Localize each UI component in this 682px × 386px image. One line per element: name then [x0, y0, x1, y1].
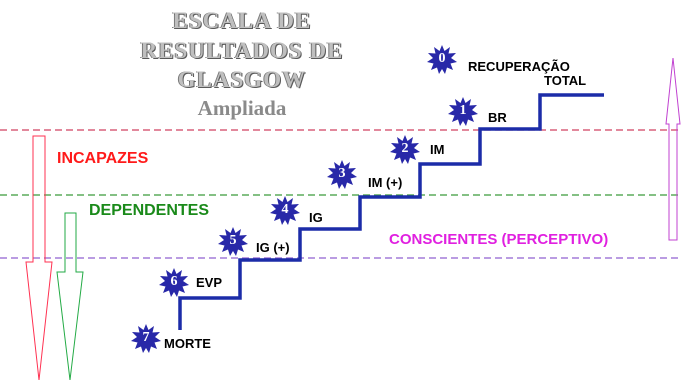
down-arrow-green-icon	[56, 212, 84, 381]
starburst-icon	[131, 324, 161, 353]
up-arrow-purple-icon	[665, 57, 681, 241]
step-5-number: 5	[229, 233, 237, 248]
step-3-number: 3	[338, 166, 346, 181]
step-0-number: 0	[438, 51, 446, 66]
step-7-number: 7	[142, 330, 150, 345]
title-line-1: ESCALA DE	[172, 8, 312, 33]
zone-incapazes-text: INCAPAZES	[57, 150, 149, 167]
starburst-icon	[448, 97, 478, 126]
step-4-label: IG	[309, 210, 323, 225]
title-line-3: GLASGOW	[177, 67, 307, 92]
step-5-label: IG (+)	[256, 240, 290, 255]
step-0-label-line-1: RECUPERAÇÃO	[468, 59, 570, 74]
step-4-badge: 4	[270, 196, 300, 226]
zone-dependentes-text: DEPENDENTES	[89, 202, 210, 219]
subtitle: Ampliada	[197, 96, 287, 120]
step-2-number: 2	[401, 141, 409, 156]
starburst-icon	[270, 196, 300, 225]
step-4-number: 4	[281, 202, 289, 217]
step-5-badge: 5	[218, 227, 248, 257]
step-1-badge: 1	[448, 97, 478, 127]
step-7-label: MORTE	[164, 336, 211, 351]
step-0-label-line-2: TOTAL	[544, 73, 587, 88]
step-3-badge: 3	[327, 160, 357, 190]
zone-label-incapazes: INCAPAZES	[57, 150, 148, 168]
starburst-icon	[390, 135, 420, 164]
starburst-icon	[427, 45, 457, 74]
step-0-badge: 0	[427, 45, 457, 75]
title-line-2: RESULTADOS DE	[140, 38, 344, 63]
step-2-badge: 2	[390, 135, 420, 165]
step-1-label: BR	[488, 110, 507, 125]
zone-label-dependentes: DEPENDENTES	[89, 202, 209, 220]
starburst-icon	[327, 160, 357, 189]
down-arrow-red-icon	[25, 135, 53, 381]
step-6-number: 6	[170, 274, 178, 289]
step-1-number: 1	[459, 103, 467, 118]
staircase-line	[178, 93, 604, 330]
zone-conscientes-text: CONSCIENTES (PERCEPTIVO)	[389, 231, 609, 248]
step-6-label: EVP	[196, 275, 223, 290]
starburst-icon	[218, 227, 248, 256]
step-7-badge: 7	[131, 324, 161, 354]
starburst-icon	[159, 268, 189, 297]
zone-label-conscientes: CONSCIENTES (PERCEPTIVO)	[389, 231, 608, 248]
step-3-label: IM (+)	[368, 175, 403, 190]
step-2-label: IM	[430, 142, 445, 157]
step-6-badge: 6	[159, 268, 189, 298]
